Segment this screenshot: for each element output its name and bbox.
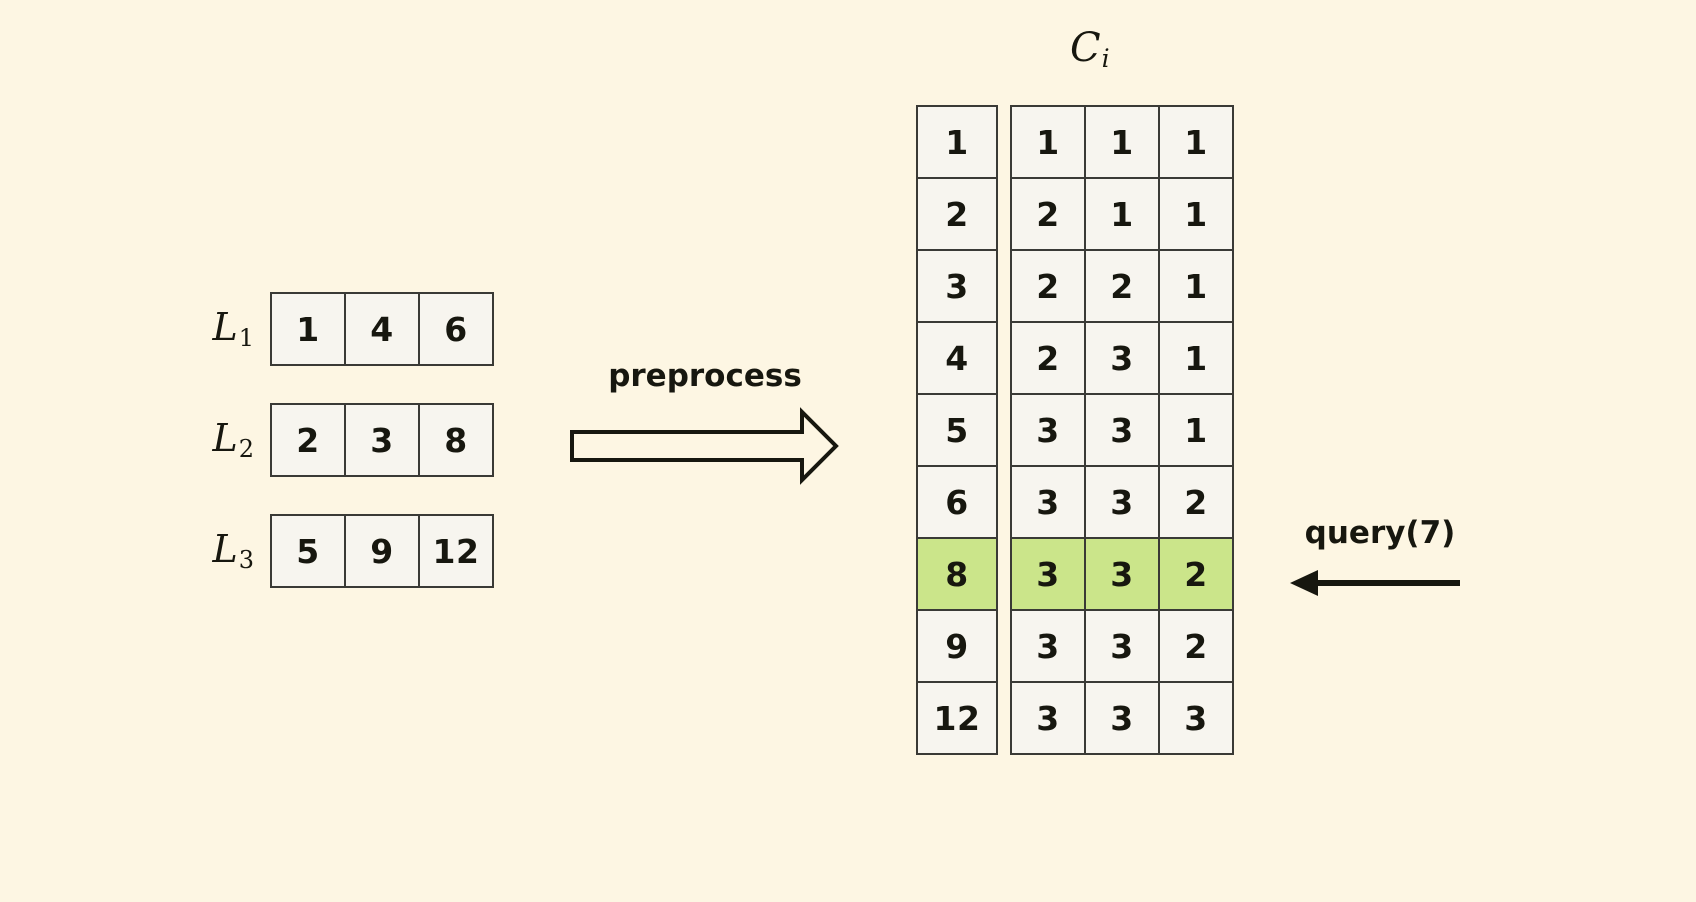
query-label: query(7) xyxy=(1304,515,1456,551)
list-label-l2: L2 xyxy=(190,419,270,461)
table-row: 2 3 1 xyxy=(1010,321,1234,395)
catalog-cell: 1 xyxy=(1158,105,1234,179)
query-arrow-icon xyxy=(1290,570,1460,596)
query-group: query(7) xyxy=(1280,515,1480,615)
catalog-cell: 3 xyxy=(1084,465,1160,539)
list-label-l3: L3 xyxy=(190,530,270,572)
catalog-cell: 2 xyxy=(1010,321,1086,395)
table-row: 3 3 3 xyxy=(1010,681,1234,755)
catalog-cell: 1 xyxy=(1158,393,1234,467)
catalog-cell: 3 xyxy=(1084,393,1160,467)
catalog-cell: 3 xyxy=(1084,681,1160,755)
catalog-cell: 3 xyxy=(1010,609,1086,683)
list-label-letter: L xyxy=(212,527,238,571)
list-label-letter: L xyxy=(212,305,238,349)
catalog-cell: 2 xyxy=(1158,609,1234,683)
catalog-cell-highlighted: 3 xyxy=(1084,537,1160,611)
list-label-subscript: 2 xyxy=(238,435,254,463)
list-cell: 3 xyxy=(344,403,420,477)
table-row: 3 3 2 xyxy=(1010,465,1234,539)
catalog-cell: 1 xyxy=(1158,321,1234,395)
catalog-header-label: Ci xyxy=(1070,28,1110,71)
key-cell: 5 xyxy=(916,393,998,467)
catalog-value-table: 1 1 1 2 1 1 2 2 1 2 3 1 3 3 1 3 3 2 xyxy=(1010,105,1234,755)
catalog-cell: 3 xyxy=(1084,609,1160,683)
catalog-cell-highlighted: 3 xyxy=(1010,537,1086,611)
preprocess-label: preprocess xyxy=(608,358,802,394)
catalog-cell: 3 xyxy=(1084,321,1160,395)
catalog-cell: 1 xyxy=(1084,105,1160,179)
list-label-subscript: 3 xyxy=(238,546,254,574)
catalog-cell: 1 xyxy=(1158,177,1234,251)
table-row: 3 3 2 xyxy=(1010,609,1234,683)
catalog-cell: 3 xyxy=(1010,393,1086,467)
table-row-highlighted: 3 3 2 xyxy=(1010,537,1234,611)
catalog-cell: 3 xyxy=(1010,465,1086,539)
list-label-letter: L xyxy=(212,416,238,460)
catalog-cell: 2 xyxy=(1010,249,1086,323)
list-cell: 9 xyxy=(344,514,420,588)
key-cell: 6 xyxy=(916,465,998,539)
key-cell: 12 xyxy=(916,681,998,755)
list-row-l3: L3 5 9 12 xyxy=(190,514,494,588)
table-row: 2 1 1 xyxy=(1010,177,1234,251)
list-cell: 12 xyxy=(418,514,494,588)
table-row: 3 3 1 xyxy=(1010,393,1234,467)
table-row: 1 1 1 xyxy=(1010,105,1234,179)
preprocess-arrow-icon xyxy=(570,407,839,485)
catalog-cell: 1 xyxy=(1158,249,1234,323)
catalog-cell: 3 xyxy=(1010,681,1086,755)
list-row-l1: L1 1 4 6 xyxy=(190,292,494,366)
list-cells-l1: 1 4 6 xyxy=(270,292,494,366)
list-label-subscript: 1 xyxy=(238,324,254,352)
preprocess-group: preprocess xyxy=(560,358,850,488)
catalog-header-letter: C xyxy=(1070,25,1101,71)
list-row-l2: L2 2 3 8 xyxy=(190,403,494,477)
key-cell: 9 xyxy=(916,609,998,683)
key-cell: 1 xyxy=(916,105,998,179)
catalog-cell: 2 xyxy=(1010,177,1086,251)
list-cell: 6 xyxy=(418,292,494,366)
list-cells-l2: 2 3 8 xyxy=(270,403,494,477)
list-cell: 8 xyxy=(418,403,494,477)
key-cell: 3 xyxy=(916,249,998,323)
key-cell-highlighted: 8 xyxy=(916,537,998,611)
key-cell: 2 xyxy=(916,177,998,251)
catalog-header-subscript: i xyxy=(1101,44,1110,74)
catalog-cell: 2 xyxy=(1084,249,1160,323)
list-cells-l3: 5 9 12 xyxy=(270,514,494,588)
list-cell: 4 xyxy=(344,292,420,366)
catalog-key-column: 1 2 3 4 5 6 8 9 12 xyxy=(916,105,998,755)
list-label-l1: L1 xyxy=(190,308,270,350)
catalog-cell: 1 xyxy=(1084,177,1160,251)
catalog-cell: 2 xyxy=(1158,465,1234,539)
list-cell: 1 xyxy=(270,292,346,366)
catalog-cell-highlighted: 2 xyxy=(1158,537,1234,611)
key-cell: 4 xyxy=(916,321,998,395)
table-row: 2 2 1 xyxy=(1010,249,1234,323)
catalog-cell: 1 xyxy=(1010,105,1086,179)
list-cell: 5 xyxy=(270,514,346,588)
catalog-cell: 3 xyxy=(1158,681,1234,755)
list-cell: 2 xyxy=(270,403,346,477)
